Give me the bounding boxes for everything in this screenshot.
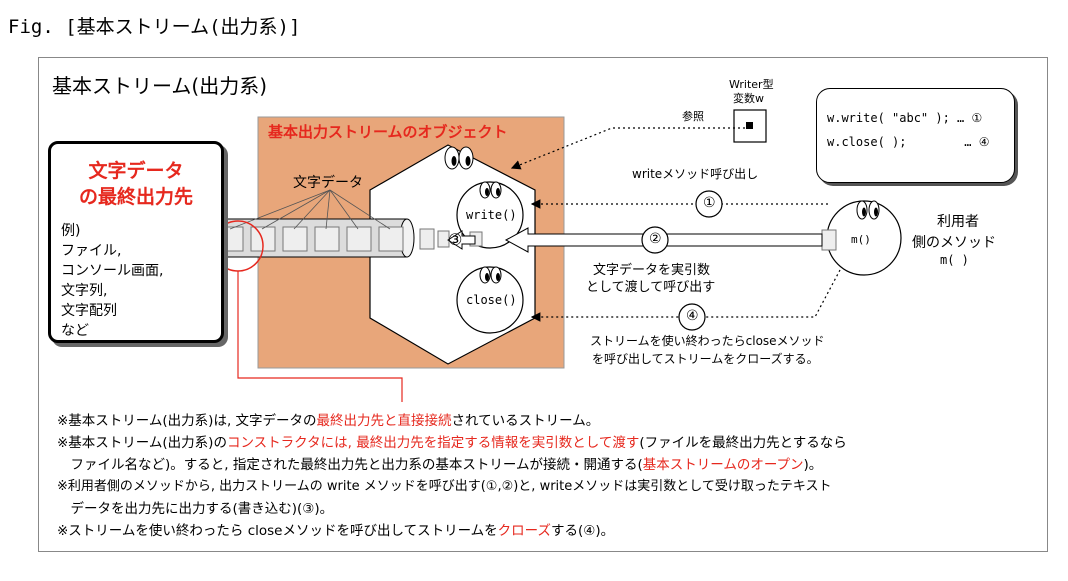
destination-item: ファイル, [61,243,122,259]
variable-type-label: Writer型 [729,78,774,91]
user-line1: 利用者 [937,214,979,230]
step-3-label: ③ [448,230,463,249]
user-line2: 側のメソッド [912,235,996,251]
close-method-ball [456,266,524,334]
step-1-label: ① [703,195,716,211]
note-line: ※基本ストリーム(出力系)は, 文字データの最終出力先と直接接続されているストリ… [57,409,599,429]
destination-box: 文字データ の最終出力先 例) ファイル, コンソール画面, 文字列, 文字配列… [48,141,224,343]
variable-name-label: 変数w [733,92,764,105]
destination-title-line1: 文字データ [88,160,184,182]
figure-caption: Fig. [基本ストリーム(出力系)] [8,16,301,38]
note-text: (ファイルを最終出力先とするなら [639,435,847,451]
step-4-label: ④ [686,308,699,324]
note-line: ※ストリームを使い終わったら closeメソッドを呼び出してストリームをクローズ… [57,519,614,539]
note-text: ファイル名など)。すると, 指定された最終出力先と出力系の基本ストリームが接続・… [57,457,643,473]
destination-item: など [61,323,89,339]
note-highlight: 基本ストリームのオープン [642,457,804,473]
note-highlight: 最終出力先と直接接続 [316,413,452,429]
write-call-label: writeメソッド呼び出し [632,167,759,181]
close-method-label: close() [466,293,517,307]
destination-title-line2: の最終出力先 [78,186,193,208]
reference-label: 参照 [682,110,704,123]
note-text: )。 [803,457,823,473]
note-text: ※基本ストリーム(出力系)の [57,435,227,451]
argument-label-1: 文字データを実引数 [593,263,711,278]
argument-label-2: として渡して呼び出す [586,280,716,295]
step-2-label: ② [649,231,662,247]
note-text: ※利用者側のメソッドから, 出力ストリームの write メソッドを呼び出す(①… [57,479,832,494]
note-line: ※利用者側のメソッドから, 出力ストリームの write メソッドを呼び出す(①… [57,475,831,494]
user-method-label: m() [851,233,871,246]
destination-item: 文字配列 [61,303,117,319]
note-highlight: コンストラクタには, 最終出力先を指定する情報を実引数として渡す [226,435,640,451]
note-text: されているストリーム。 [451,413,600,429]
callout-line1: w.write( "abc" ); … ① [827,111,983,125]
stream-label: 文字データ [293,175,363,191]
destination-item: 例) [61,223,81,239]
close-label-1: ストリームを使い終わったらcloseメソッド [590,334,825,348]
destination-item: コンソール画面, [61,263,164,279]
note-text: する(④)。 [551,523,615,539]
callout-line2: w.close( ); … ④ [827,135,990,149]
destination-item: 文字列, [61,283,108,299]
note-text: ※基本ストリーム(出力系)は, 文字データの [57,413,317,429]
note-line: データを出力先に出力する(書き込む)(③)。 [57,497,333,517]
note-line: ファイル名など)。すると, 指定された最終出力先と出力系の基本ストリームが接続・… [57,453,822,473]
write-method-label: write() [466,208,517,222]
close-call-arrow [530,269,841,322]
user-line3: m( ) [940,253,969,267]
note-highlight: クローズ [497,523,551,539]
object-title: 基本出力ストリームのオブジェクト [268,123,508,141]
frame-title: 基本ストリーム(出力系) [52,74,268,98]
data-blocks [218,226,404,252]
note-line: ※基本ストリーム(出力系)のコンストラクタには, 最終出力先を指定する情報を実引… [57,431,847,451]
note-text: ※ストリームを使い終わったら closeメソッドを呼び出してストリームを [57,523,498,539]
object-eyes [444,146,474,170]
note-text: データを出力先に出力する(書き込む)(③)。 [57,501,334,517]
code-callout: w.write( "abc" ); … ① w.close( ); … ④ [816,88,1015,183]
close-label-2: を呼び出してストリームをクローズする。 [592,352,819,366]
